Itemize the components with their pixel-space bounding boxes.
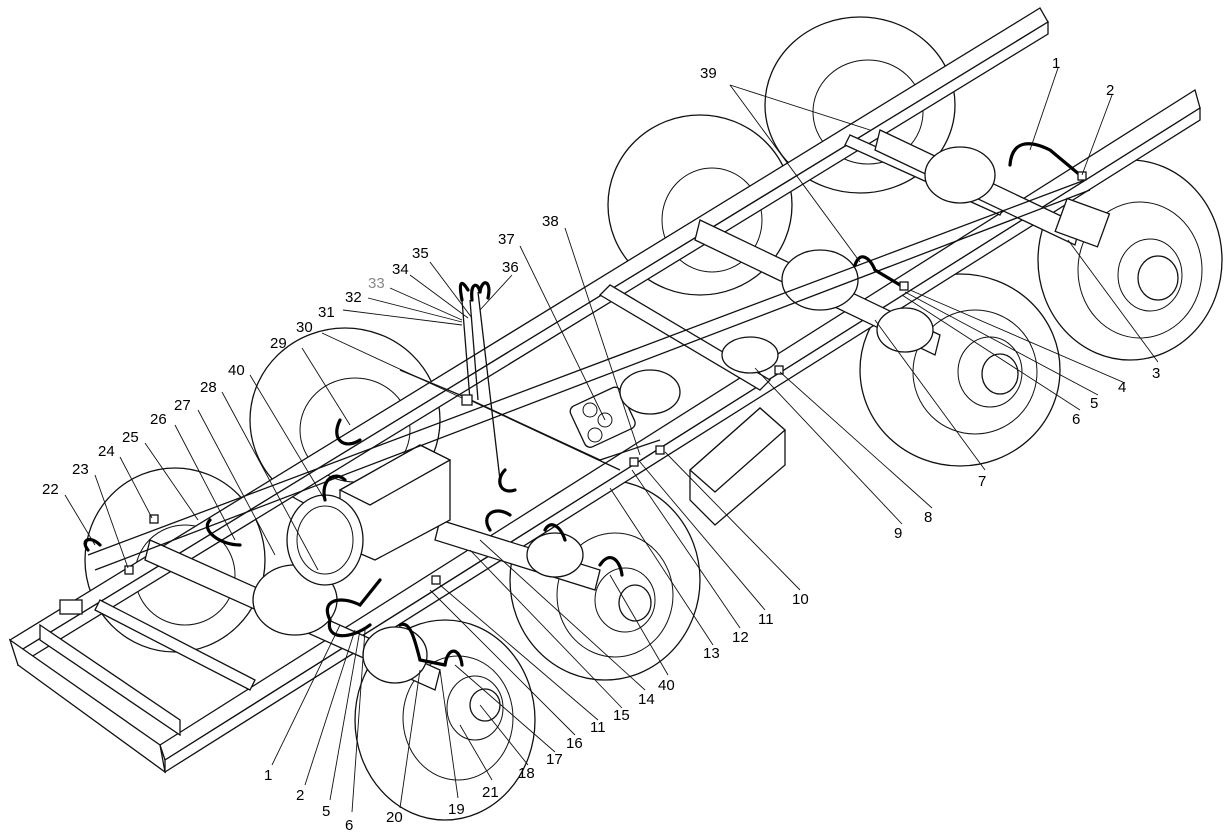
callout-label-c1b: 1	[264, 767, 272, 784]
callout-label-c2a: 2	[1106, 82, 1114, 99]
callout-label-c11b: 11	[590, 719, 606, 736]
brake-chamber-middle	[721, 336, 779, 374]
callout-label-c14: 14	[638, 691, 655, 708]
callout-label-c3: 3	[1152, 365, 1160, 382]
callout-label-c18: 18	[518, 765, 535, 782]
callout-label-c25: 25	[122, 429, 139, 446]
front-axle-rear	[434, 519, 601, 591]
callout-label-c11a: 11	[758, 611, 774, 628]
callout-label-c36: 36	[502, 259, 519, 276]
air-receiver-box	[689, 407, 786, 526]
callout-label-c5a: 5	[1090, 395, 1098, 412]
callout-label-c32: 32	[345, 289, 362, 306]
callout-label-c37: 37	[498, 231, 515, 248]
wheel-front-right-rear	[509, 479, 701, 681]
callout-label-c31: 31	[318, 304, 335, 321]
callout-label-c10: 10	[792, 591, 809, 608]
callout-label-c23: 23	[72, 461, 89, 478]
battery-box	[338, 444, 452, 561]
callout-label-c2b: 2	[296, 787, 304, 804]
front-cross-member	[8, 623, 181, 774]
callout-label-c26: 26	[150, 411, 167, 428]
flex-hoses	[83, 142, 1082, 667]
callout-label-c22: 22	[42, 481, 59, 498]
callout-label-c1a: 1	[1052, 55, 1060, 72]
callout-label-c19: 19	[448, 801, 465, 818]
brake-line-main	[87, 179, 1091, 571]
callout-label-c21: 21	[482, 784, 499, 801]
frame-clips	[59, 171, 1087, 615]
callout-label-c33: 33	[368, 275, 385, 292]
rear-axle	[874, 129, 1111, 248]
callout-label-c6b: 6	[345, 817, 353, 834]
callout-label-c17: 17	[546, 751, 563, 768]
callout-label-c15: 15	[613, 707, 630, 724]
callout-label-c35: 35	[412, 245, 429, 262]
callout-label-c12: 12	[732, 629, 749, 646]
front-axle-front	[144, 539, 441, 691]
callout-label-c28: 28	[200, 379, 217, 396]
compressor-unit	[286, 494, 364, 586]
callout-label-c40a: 40	[658, 677, 675, 694]
callout-label-c27: 27	[174, 397, 191, 414]
callout-label-c39: 39	[700, 65, 717, 82]
callout-label-c34: 34	[392, 261, 409, 278]
callout-label-c38: 38	[542, 213, 559, 230]
callout-label-c7: 7	[978, 473, 986, 490]
callout-label-c5b: 5	[322, 803, 330, 820]
callout-label-c40b: 40	[228, 362, 245, 379]
callout-label-c20: 20	[386, 809, 403, 826]
callout-label-c8: 8	[924, 509, 932, 526]
callout-label-c30: 30	[296, 319, 313, 336]
callout-label-c13: 13	[703, 645, 720, 662]
callout-label-c29: 29	[270, 335, 287, 352]
callout-labels: 1234567891011121340141511161718211920652…	[42, 55, 1160, 834]
callout-label-c9: 9	[894, 525, 902, 542]
callout-leaders	[64, 67, 1159, 813]
callout-label-c16: 16	[566, 735, 583, 752]
frame-rail-right	[159, 88, 1201, 774]
middle-axle	[694, 219, 941, 356]
valve-block	[569, 369, 681, 448]
callout-label-c24: 24	[98, 443, 115, 460]
callout-label-c6a: 6	[1072, 411, 1080, 428]
callout-label-c4: 4	[1118, 379, 1126, 396]
